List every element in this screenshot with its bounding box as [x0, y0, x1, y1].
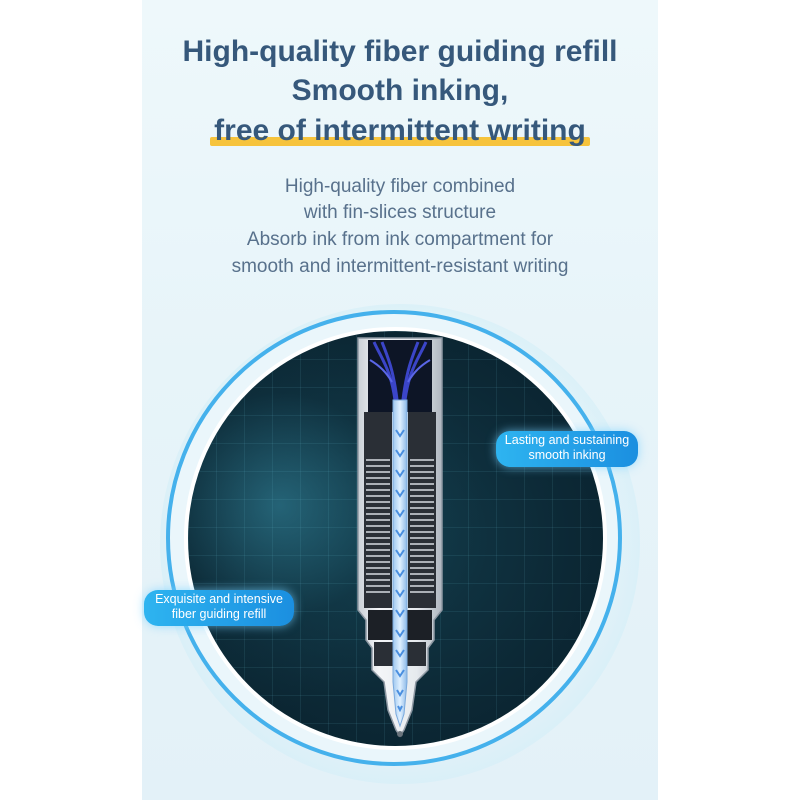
fin-slices	[366, 459, 434, 593]
pen-tip	[397, 731, 403, 737]
refill-cutaway-illustration	[357, 337, 443, 738]
subtext-line-4: smooth and intermittent-resistant writin…	[231, 256, 569, 277]
subtext-line-1: High-quality fiber combined	[284, 176, 516, 197]
subtext-line-3: Absorb ink from ink compartment for	[246, 229, 554, 250]
subtext-line-2: with fin-slices structure	[303, 202, 497, 223]
callout-fiber-refill: Exquisite and intensive fiber guiding re…	[144, 590, 294, 626]
headline-line-3: free of intermittent writing	[142, 113, 658, 149]
callout-left-line-2: fiber guiding refill	[171, 607, 267, 621]
inner-wall-right	[408, 412, 436, 608]
callout-right-line-1: Lasting and sustaining	[504, 433, 630, 447]
fiber-core	[392, 399, 408, 728]
ink-flow-lines	[372, 341, 428, 409]
callout-left-line-1: Exquisite and intensive	[155, 592, 283, 606]
callout-right-line-2: smooth inking	[528, 448, 606, 462]
ink-flow-arrows	[395, 429, 405, 713]
highlighted-headline: free of intermittent writing	[210, 114, 590, 147]
headline-line-1: High-quality fiber guiding refill	[182, 35, 618, 68]
callout-lasting-inking: Lasting and sustaining smooth inking	[496, 431, 638, 467]
headline-line-2: Smooth inking,	[291, 74, 509, 107]
inner-wall-left	[364, 412, 392, 608]
